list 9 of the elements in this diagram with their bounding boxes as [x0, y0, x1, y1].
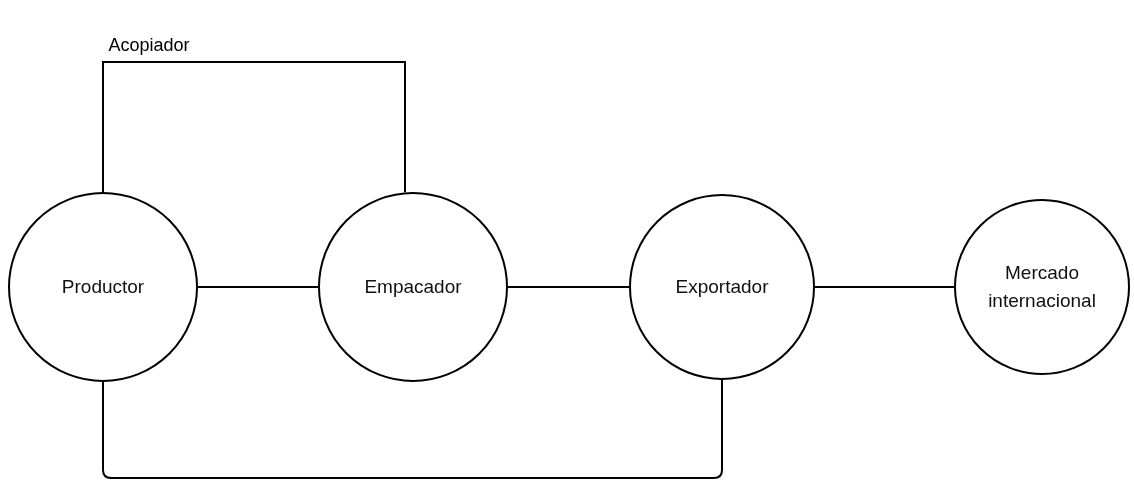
node-text: Productor	[60, 275, 146, 299]
connector-line	[102, 61, 406, 194]
node-text: Empacador	[363, 275, 463, 299]
node-text: Mercado internacional	[987, 261, 1097, 313]
connector-line	[197, 286, 319, 288]
connector-line	[814, 286, 955, 288]
node-text: Exportador	[674, 275, 770, 299]
connector-line	[102, 379, 723, 479]
connector-line	[507, 286, 630, 288]
